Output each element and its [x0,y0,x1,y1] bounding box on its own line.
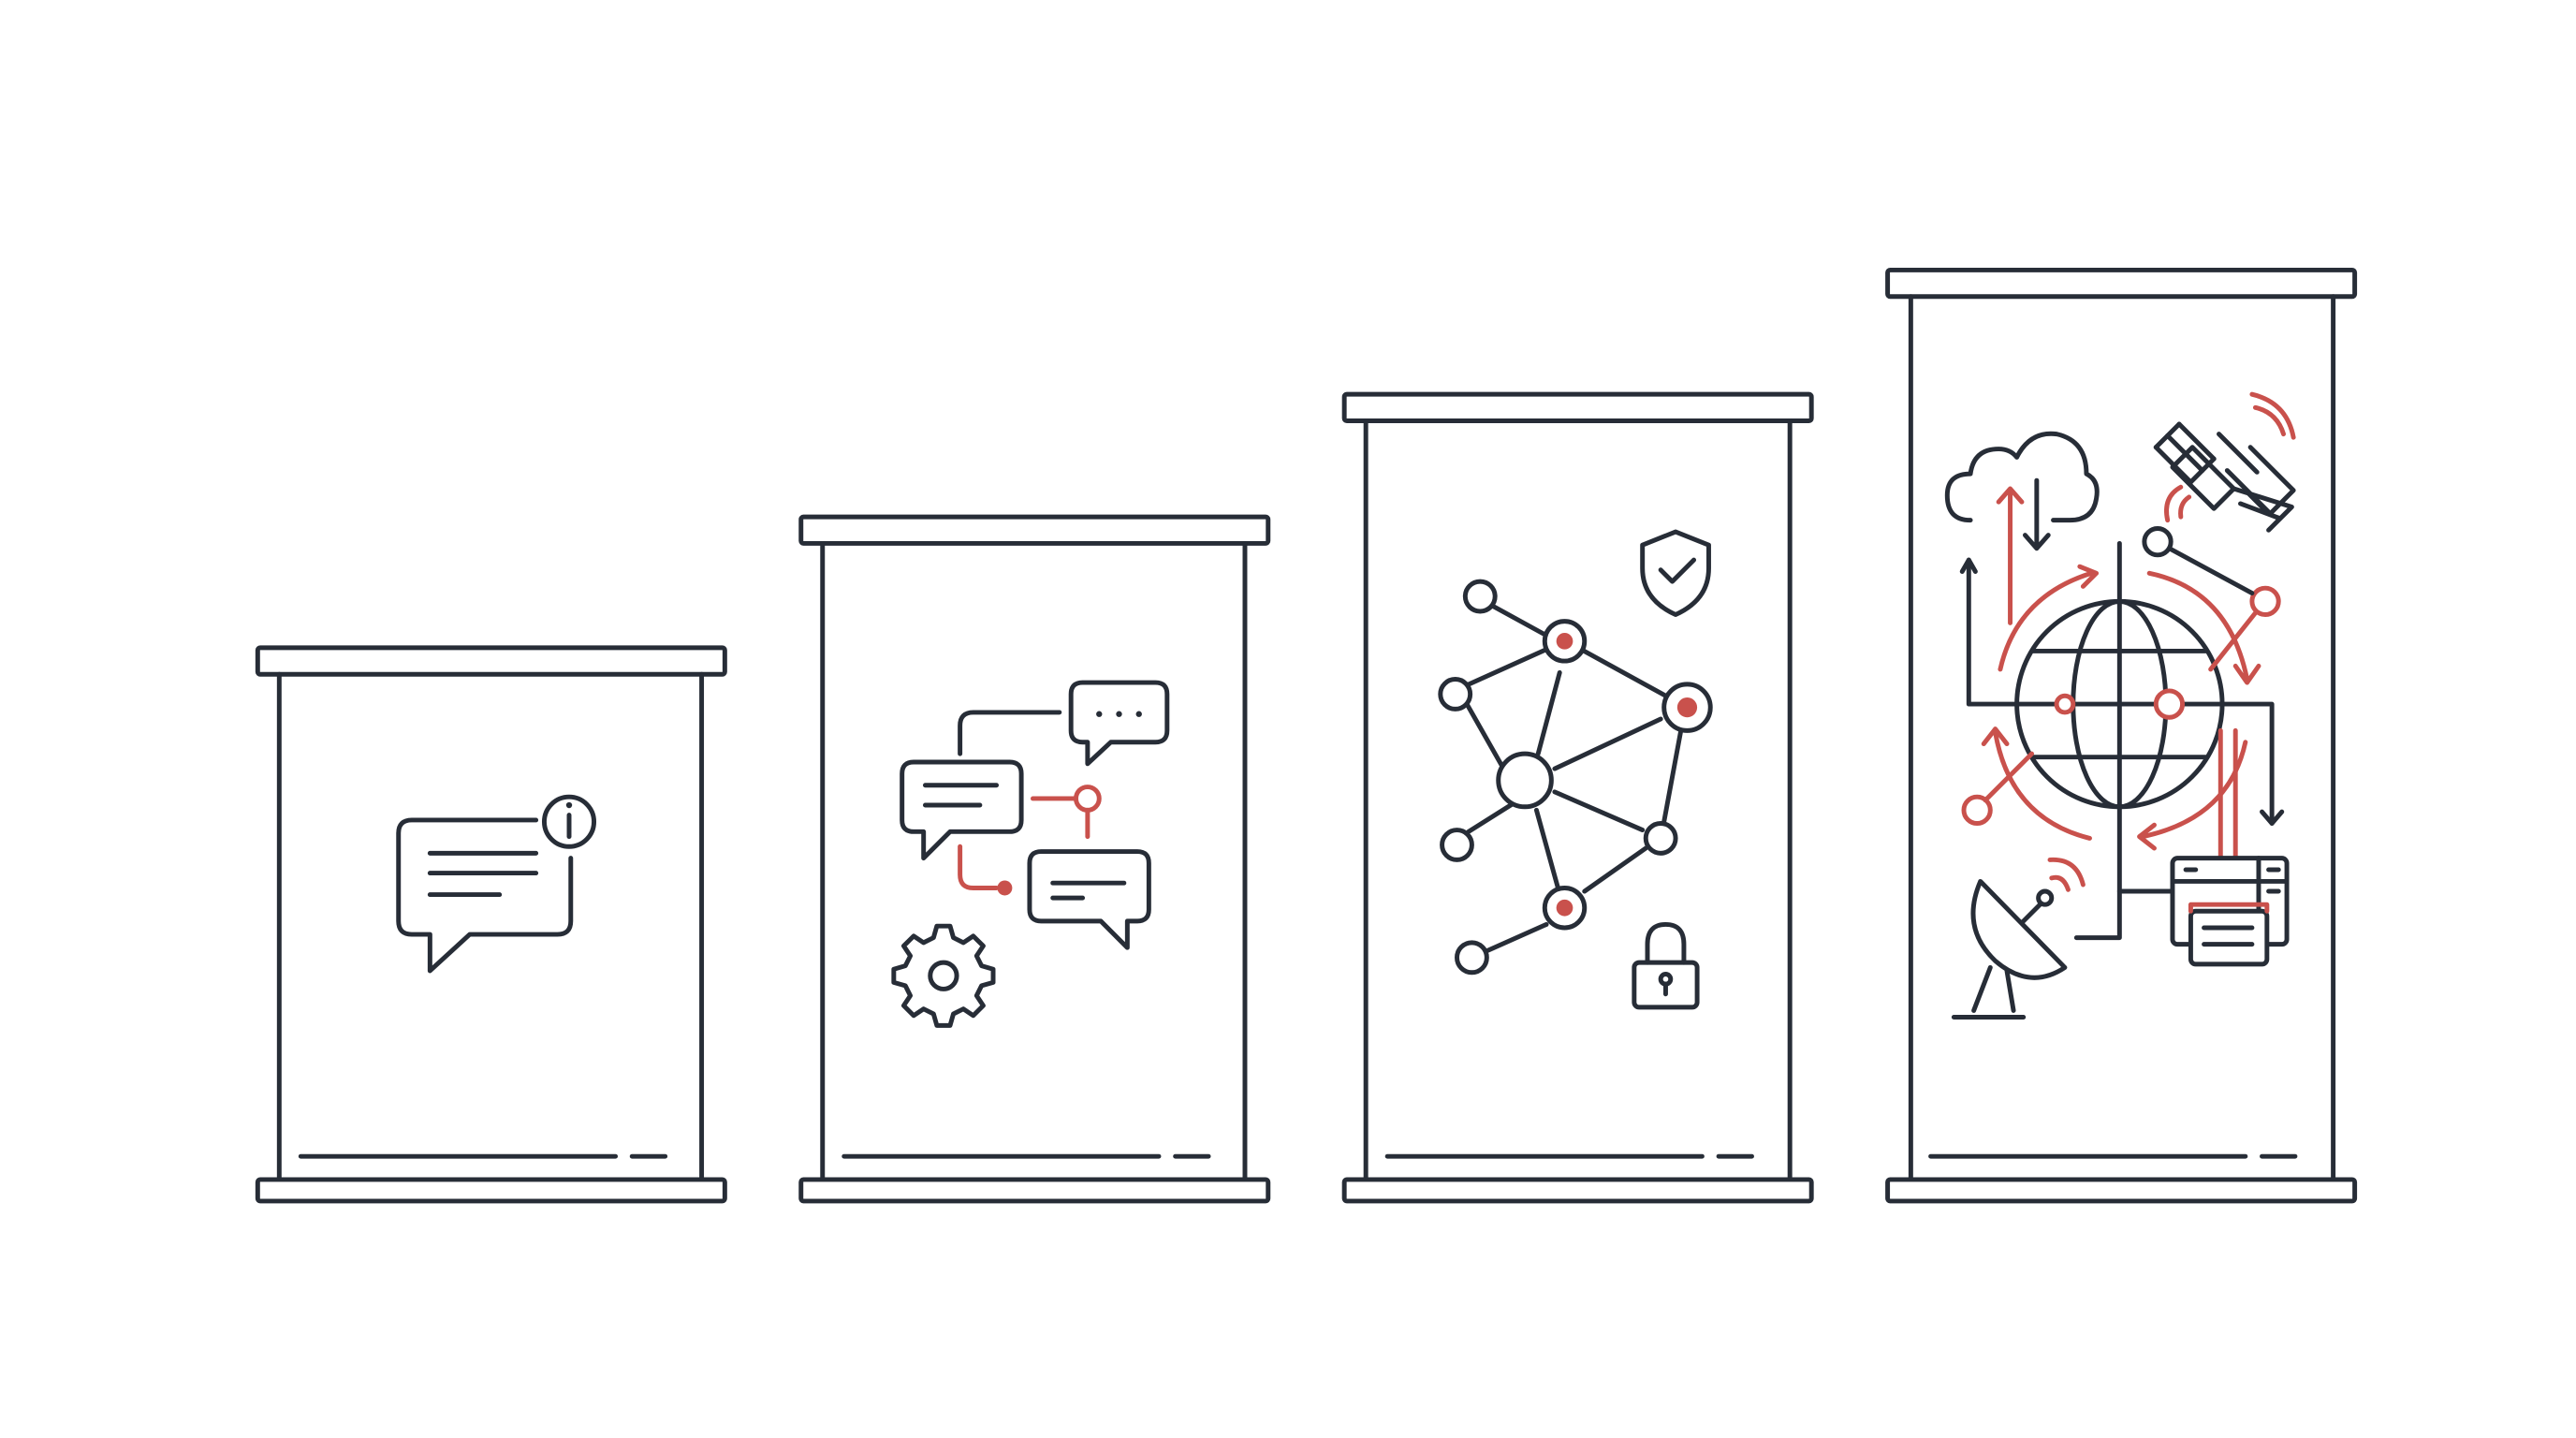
banner-3-top-bar [1341,391,1814,423]
link-node-icon [2142,526,2255,595]
banner-4-panel [1908,294,2336,1182]
banner-4-bottom-bar [1885,1177,2358,1204]
shield-check-icon [1640,529,1711,617]
globe-icon [2014,598,2225,810]
banner-3-panel [1363,418,1793,1182]
banner-2-top-bar [798,514,1271,546]
gear-icon [891,923,996,1028]
banner-3-bottom-bar [1341,1177,1814,1204]
padlock-icon [1632,921,1700,1010]
info-icon [541,794,597,849]
connector-icon [958,710,1102,896]
cloud-sync-icon [1944,431,2100,625]
banner-1 [255,645,727,1204]
banner-1-panel [276,671,705,1182]
banner-2 [798,514,1271,1204]
typing-bubble-icon [1068,680,1170,767]
server-icon [2170,856,2290,967]
chat-bubble-icon [396,817,574,974]
chat-bubble-icon [1027,849,1151,950]
banner-2-bottom-bar [798,1177,1271,1204]
banner-3 [1341,391,1814,1204]
satellite-icon [2153,391,2296,533]
chat-bubble-icon [900,759,1024,861]
banner-4-top-bar [1885,267,2358,300]
banner-2-panel [820,540,1248,1182]
banner-4 [1885,267,2358,1204]
banner-1-bottom-bar [255,1177,727,1204]
satellite-dish-icon [1951,857,2086,1020]
banner-1-top-bar [255,645,727,677]
network-graph-icon [1438,579,1713,976]
